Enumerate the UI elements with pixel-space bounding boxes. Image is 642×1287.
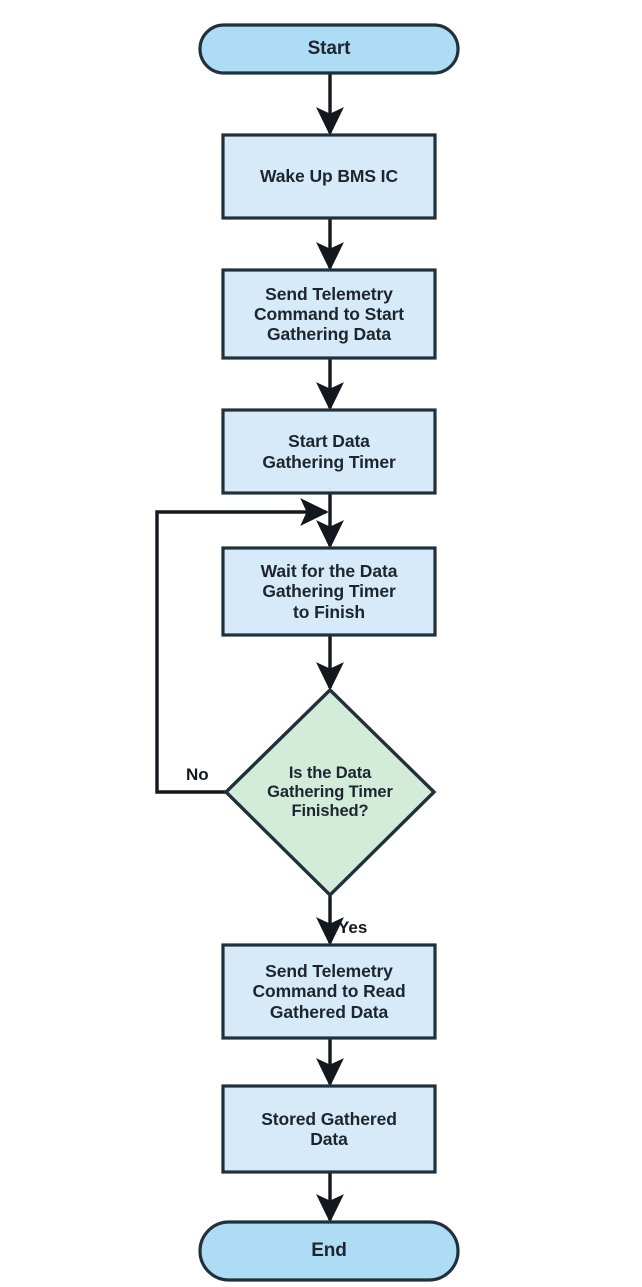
edge-label-no: No — [186, 765, 209, 784]
node-end-shape[interactable] — [198, 1220, 460, 1282]
node-store-data-shape[interactable] — [221, 1084, 437, 1174]
node-start-timer-shape[interactable] — [221, 408, 437, 495]
node-wait-timer-label: Wait for the Data Gathering Timer to Fin… — [260, 561, 398, 622]
node-store-data-label: Stored Gathered Data — [261, 1108, 397, 1149]
node-wake-bms-shape[interactable] — [221, 133, 437, 220]
node-layer — [198, 23, 460, 1282]
node-start-label: Start — [307, 37, 351, 59]
node-send-start-cmd-label: Send Telemetry Command to Start Gatherin… — [253, 283, 405, 345]
node-start-shape[interactable] — [198, 23, 460, 75]
node-timer-finished-shape[interactable] — [223, 687, 437, 898]
node-send-read-cmd-shape[interactable] — [221, 943, 437, 1040]
node-wake-bms-label: Wake Up BMS IC — [260, 166, 398, 187]
node-end-label: End — [311, 1239, 347, 1261]
node-wait-timer-shape[interactable] — [221, 546, 437, 637]
node-timer-finished-label: Is the Data Gathering Timer Finished? — [267, 763, 393, 821]
edge-layer — [155, 73, 344, 1223]
edge-decision-no-loop — [155, 498, 329, 794]
node-start-timer-label: Start Data Gathering Timer — [262, 431, 396, 472]
edge-label-yes: Yes — [338, 918, 368, 937]
node-send-start-cmd-shape[interactable] — [221, 268, 437, 360]
node-send-read-cmd-label: Send Telemetry Command to Read Gathered … — [252, 961, 406, 1022]
